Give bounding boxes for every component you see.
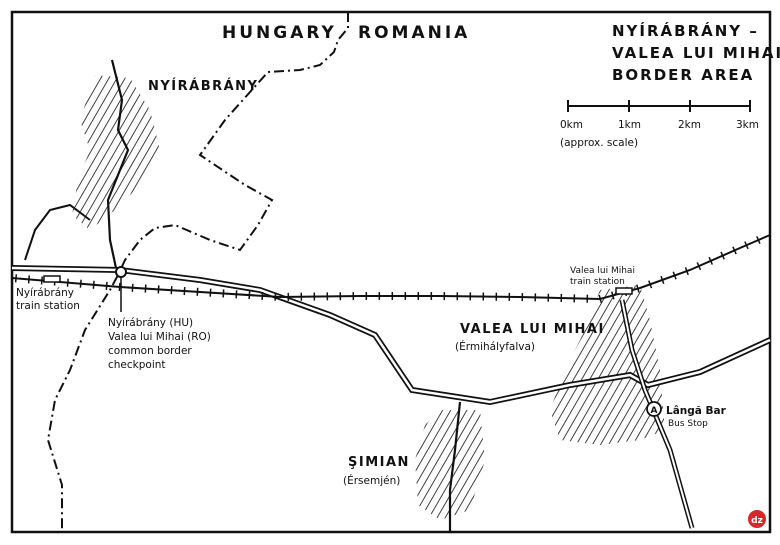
railway-tie — [16, 274, 17, 282]
railway-tie — [29, 275, 30, 283]
valea-station-line2: train station — [570, 277, 625, 287]
bus-stop-icon-glyph: A — [651, 406, 658, 416]
valea-station-marker — [616, 288, 632, 294]
railway-tie — [42, 277, 43, 285]
bus-stop-name: Lângă Bar — [666, 405, 727, 417]
map-title-line3: BORDER AREA — [612, 66, 754, 84]
map-title-line1: NYÍRÁBRÁNY – — [612, 21, 759, 40]
nyirabrany-settlement-area — [72, 75, 160, 230]
place-valea-alt: (Érmihályfalva) — [455, 340, 535, 353]
place-simian-alt: (Érsemjén) — [343, 474, 400, 487]
valea-station-line1: Valea lui Mihai — [570, 266, 635, 276]
valea-settlement-area — [550, 285, 665, 445]
place-nyirabrany: NYÍRÁBRÁNY — [148, 78, 258, 94]
railway-tie — [119, 283, 120, 291]
country-hungary: HUNGARY — [222, 23, 337, 43]
railway-tie — [80, 280, 81, 288]
scale-label-2: 2km — [678, 119, 701, 131]
checkpoint-line2: Valea lui Mihai (RO) — [108, 331, 211, 343]
railway-tie — [106, 282, 107, 290]
checkpoint-line1: Nyírábrány (HU) — [108, 317, 193, 329]
scale-label-3: 3km — [736, 119, 759, 131]
scale-label-1: 1km — [618, 119, 641, 131]
nyirabrany-station-line2: train station — [16, 300, 80, 312]
bus-stop-sub: Bus Stop — [668, 419, 708, 429]
signature-text: dz — [751, 516, 763, 526]
scale-label-0: 0km — [560, 119, 583, 131]
railway-line — [12, 235, 770, 299]
checkpoint-line4: checkpoint — [108, 359, 166, 371]
railway-tie — [93, 281, 94, 289]
place-valea: VALEA LUI MIHAI — [460, 322, 605, 337]
railway-tie — [67, 279, 68, 287]
nyirabrany-side-road — [25, 205, 90, 260]
country-romania: ROMANIA — [358, 23, 470, 43]
nyirabrany-station-line1: Nyírábrány — [16, 287, 74, 299]
nyirabrany-station-marker — [44, 276, 60, 282]
map-title-line2: VALEA LUI MIHAI — [612, 44, 780, 62]
checkpoint-line3: common border — [108, 345, 192, 357]
checkpoint-marker — [116, 267, 126, 277]
place-simian: ŞIMIAN — [348, 455, 410, 470]
scale-note: (approx. scale) — [560, 137, 638, 149]
